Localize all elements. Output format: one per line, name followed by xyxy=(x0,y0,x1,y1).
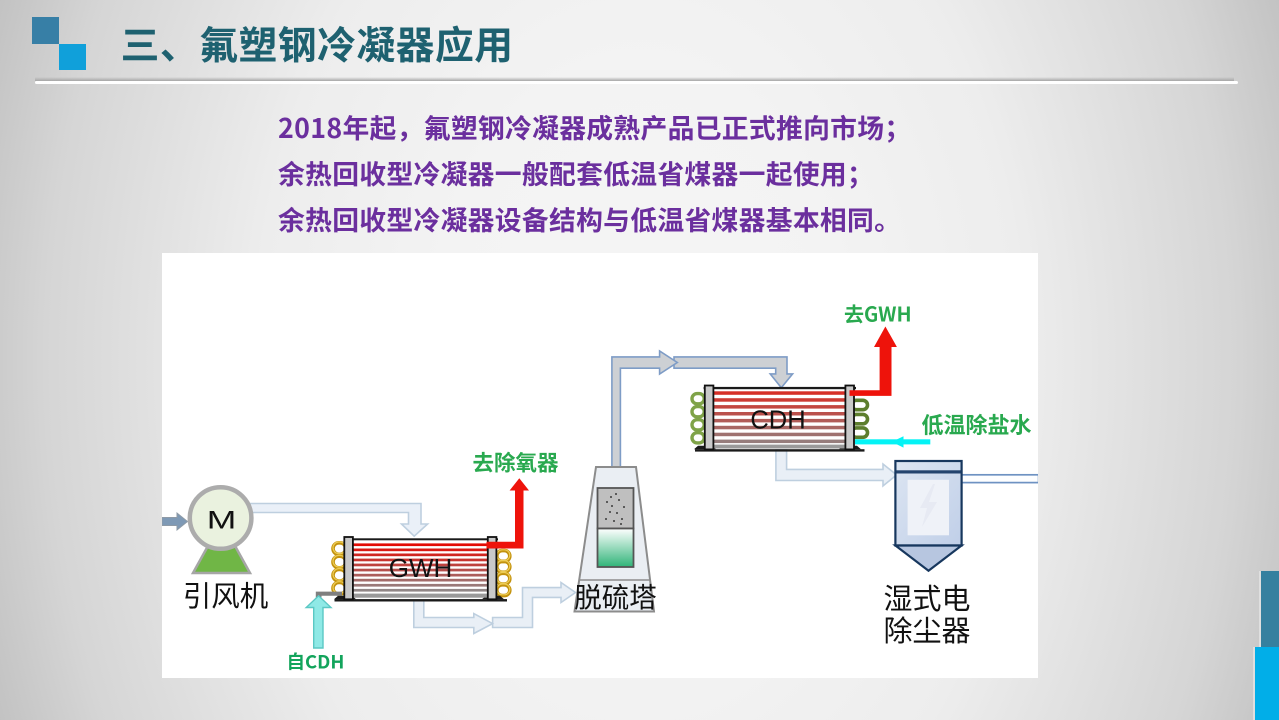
svg-text:除尘器: 除尘器 xyxy=(883,608,970,650)
svg-text:引风机: 引风机 xyxy=(183,574,269,615)
svg-text:M: M xyxy=(207,506,237,534)
svg-text:去GWH: 去GWH xyxy=(844,299,912,328)
svg-text:CDH: CDH xyxy=(750,407,805,435)
svg-text:自CDH: 自CDH xyxy=(287,649,345,675)
svg-text:湿式电: 湿式电 xyxy=(883,576,970,618)
svg-text:去除氧器: 去除氧器 xyxy=(473,447,560,478)
svg-text:低温除盐水: 低温除盐水 xyxy=(922,408,1032,440)
svg-text:GWH: GWH xyxy=(389,553,453,583)
svg-text:脱硫塔: 脱硫塔 xyxy=(574,575,657,615)
